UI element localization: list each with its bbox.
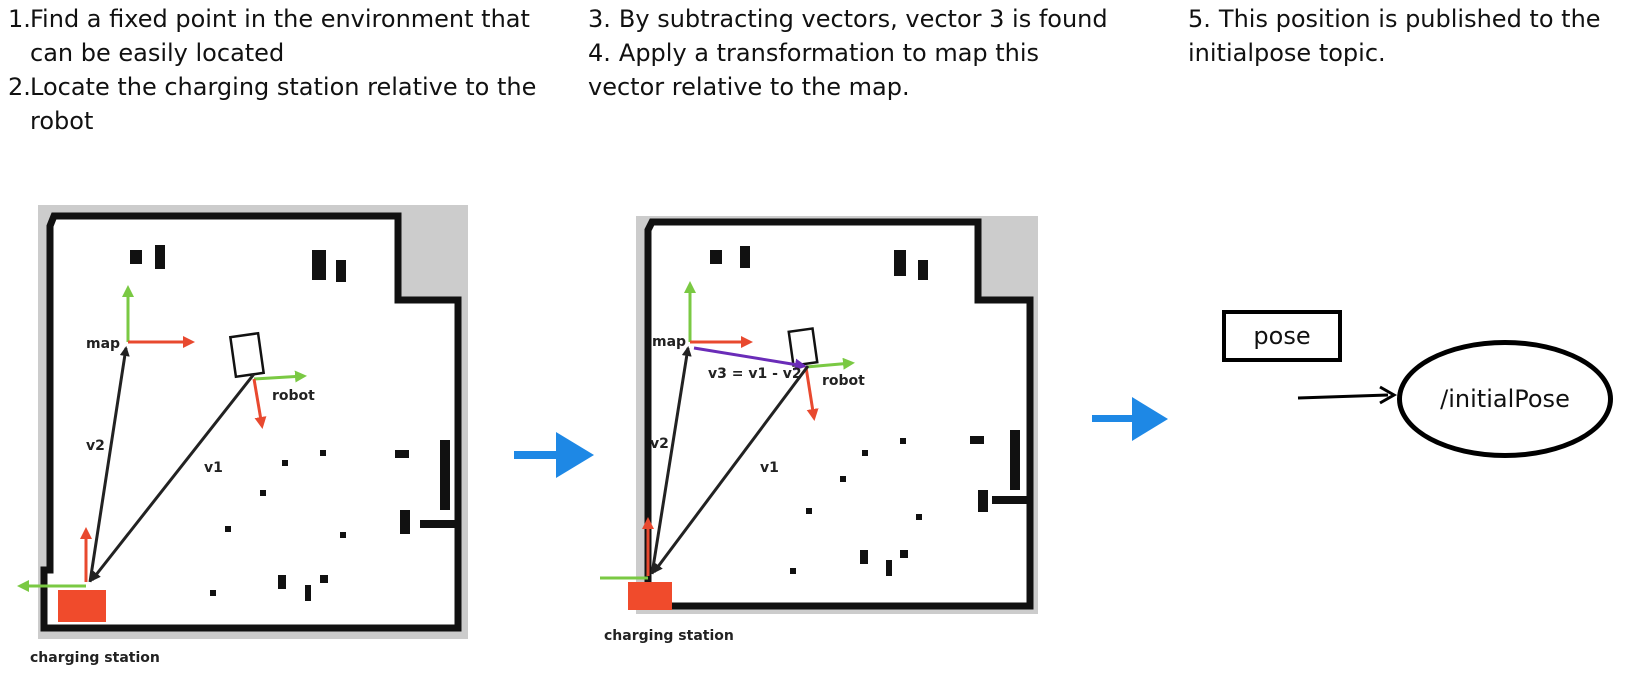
topic-label: /initialPose xyxy=(1440,385,1570,413)
steps-column-2: 3.By subtracting vectors, vector 3 is fo… xyxy=(588,2,1118,104)
steps-column-3: 5.This position is published to the init… xyxy=(1188,2,1628,70)
map-panel-1: map robot v2 v1 charging station xyxy=(17,205,468,666)
v1-label: v1 xyxy=(204,460,223,476)
station-label: charging station xyxy=(30,650,160,666)
arrow-shaft xyxy=(514,451,558,459)
map-panel-2: map robot v3 = v1 - v2 v2 v1 charging st… xyxy=(600,216,1038,644)
arrow-head xyxy=(556,432,594,478)
pose-box: pose xyxy=(1222,310,1342,362)
map-label: map xyxy=(86,336,120,352)
step-4: 4.Apply a transformation to map this vec… xyxy=(588,36,1118,104)
step-number: 4. xyxy=(588,39,611,67)
step-text: By subtracting vectors, vector 3 is foun… xyxy=(618,5,1108,33)
map-label: map xyxy=(652,334,686,350)
map-floor xyxy=(40,212,462,632)
station-frame-axes xyxy=(17,527,92,592)
charging-station xyxy=(58,590,106,622)
step-text: This position is published to the initia… xyxy=(1188,5,1601,67)
v2-label: v2 xyxy=(86,438,105,454)
step-number: 2. xyxy=(8,73,31,101)
map-obstacles xyxy=(710,246,1028,576)
step-number: 1. xyxy=(8,5,31,33)
right-arrow-icon xyxy=(1092,397,1168,441)
v2-label: v2 xyxy=(650,436,669,452)
publish-arrow-head xyxy=(1379,385,1398,405)
step-text: Apply a transformation to map this vecto… xyxy=(588,39,1040,101)
step-text: Find a fixed point in the environment th… xyxy=(30,5,530,67)
robot-label: robot xyxy=(822,373,865,389)
steps-column-1: 1.Find a fixed point in the environment … xyxy=(8,2,568,138)
vector-v2 xyxy=(88,346,130,583)
robot-label: robot xyxy=(272,388,315,404)
robot-box-icon xyxy=(228,331,266,379)
step-5: 5.This position is published to the init… xyxy=(1188,2,1628,70)
step-1: 1.Find a fixed point in the environment … xyxy=(8,2,568,70)
station-frame-axes xyxy=(600,517,654,580)
initialpose-topic-node: /initialPose xyxy=(1397,340,1613,458)
robot-frame-axes xyxy=(252,370,307,429)
vector-v2 xyxy=(650,346,692,575)
arrow-shaft xyxy=(1092,415,1134,422)
robot-box-icon xyxy=(787,327,819,367)
robot-frame-axes xyxy=(804,357,855,421)
step-number: 3. xyxy=(588,5,611,33)
station-x-axis-tip xyxy=(610,580,650,600)
map-frame-axes xyxy=(684,281,753,348)
vector-v1 xyxy=(652,365,810,574)
map-frame-axes xyxy=(122,285,195,348)
map-obstacles xyxy=(130,245,458,601)
right-arrow-icon xyxy=(514,432,594,478)
step-text: Locate the charging station relative to … xyxy=(30,73,537,135)
v1-label: v1 xyxy=(760,460,779,476)
step-number: 5. xyxy=(1188,5,1211,33)
charging-station xyxy=(628,582,672,610)
vector-v3 xyxy=(693,346,807,371)
vector-v1 xyxy=(90,373,256,582)
arrow-head xyxy=(1132,397,1168,441)
v3-label: v3 = v1 - v2 xyxy=(708,366,802,382)
publish-arrow-line xyxy=(1297,393,1389,400)
station-label: charging station xyxy=(604,628,734,644)
publish-arrow xyxy=(1297,385,1398,405)
step-2: 2.Locate the charging station relative t… xyxy=(8,70,568,138)
step-3: 3.By subtracting vectors, vector 3 is fo… xyxy=(588,2,1118,36)
map-floor xyxy=(644,218,1034,610)
pose-label: pose xyxy=(1253,322,1311,350)
